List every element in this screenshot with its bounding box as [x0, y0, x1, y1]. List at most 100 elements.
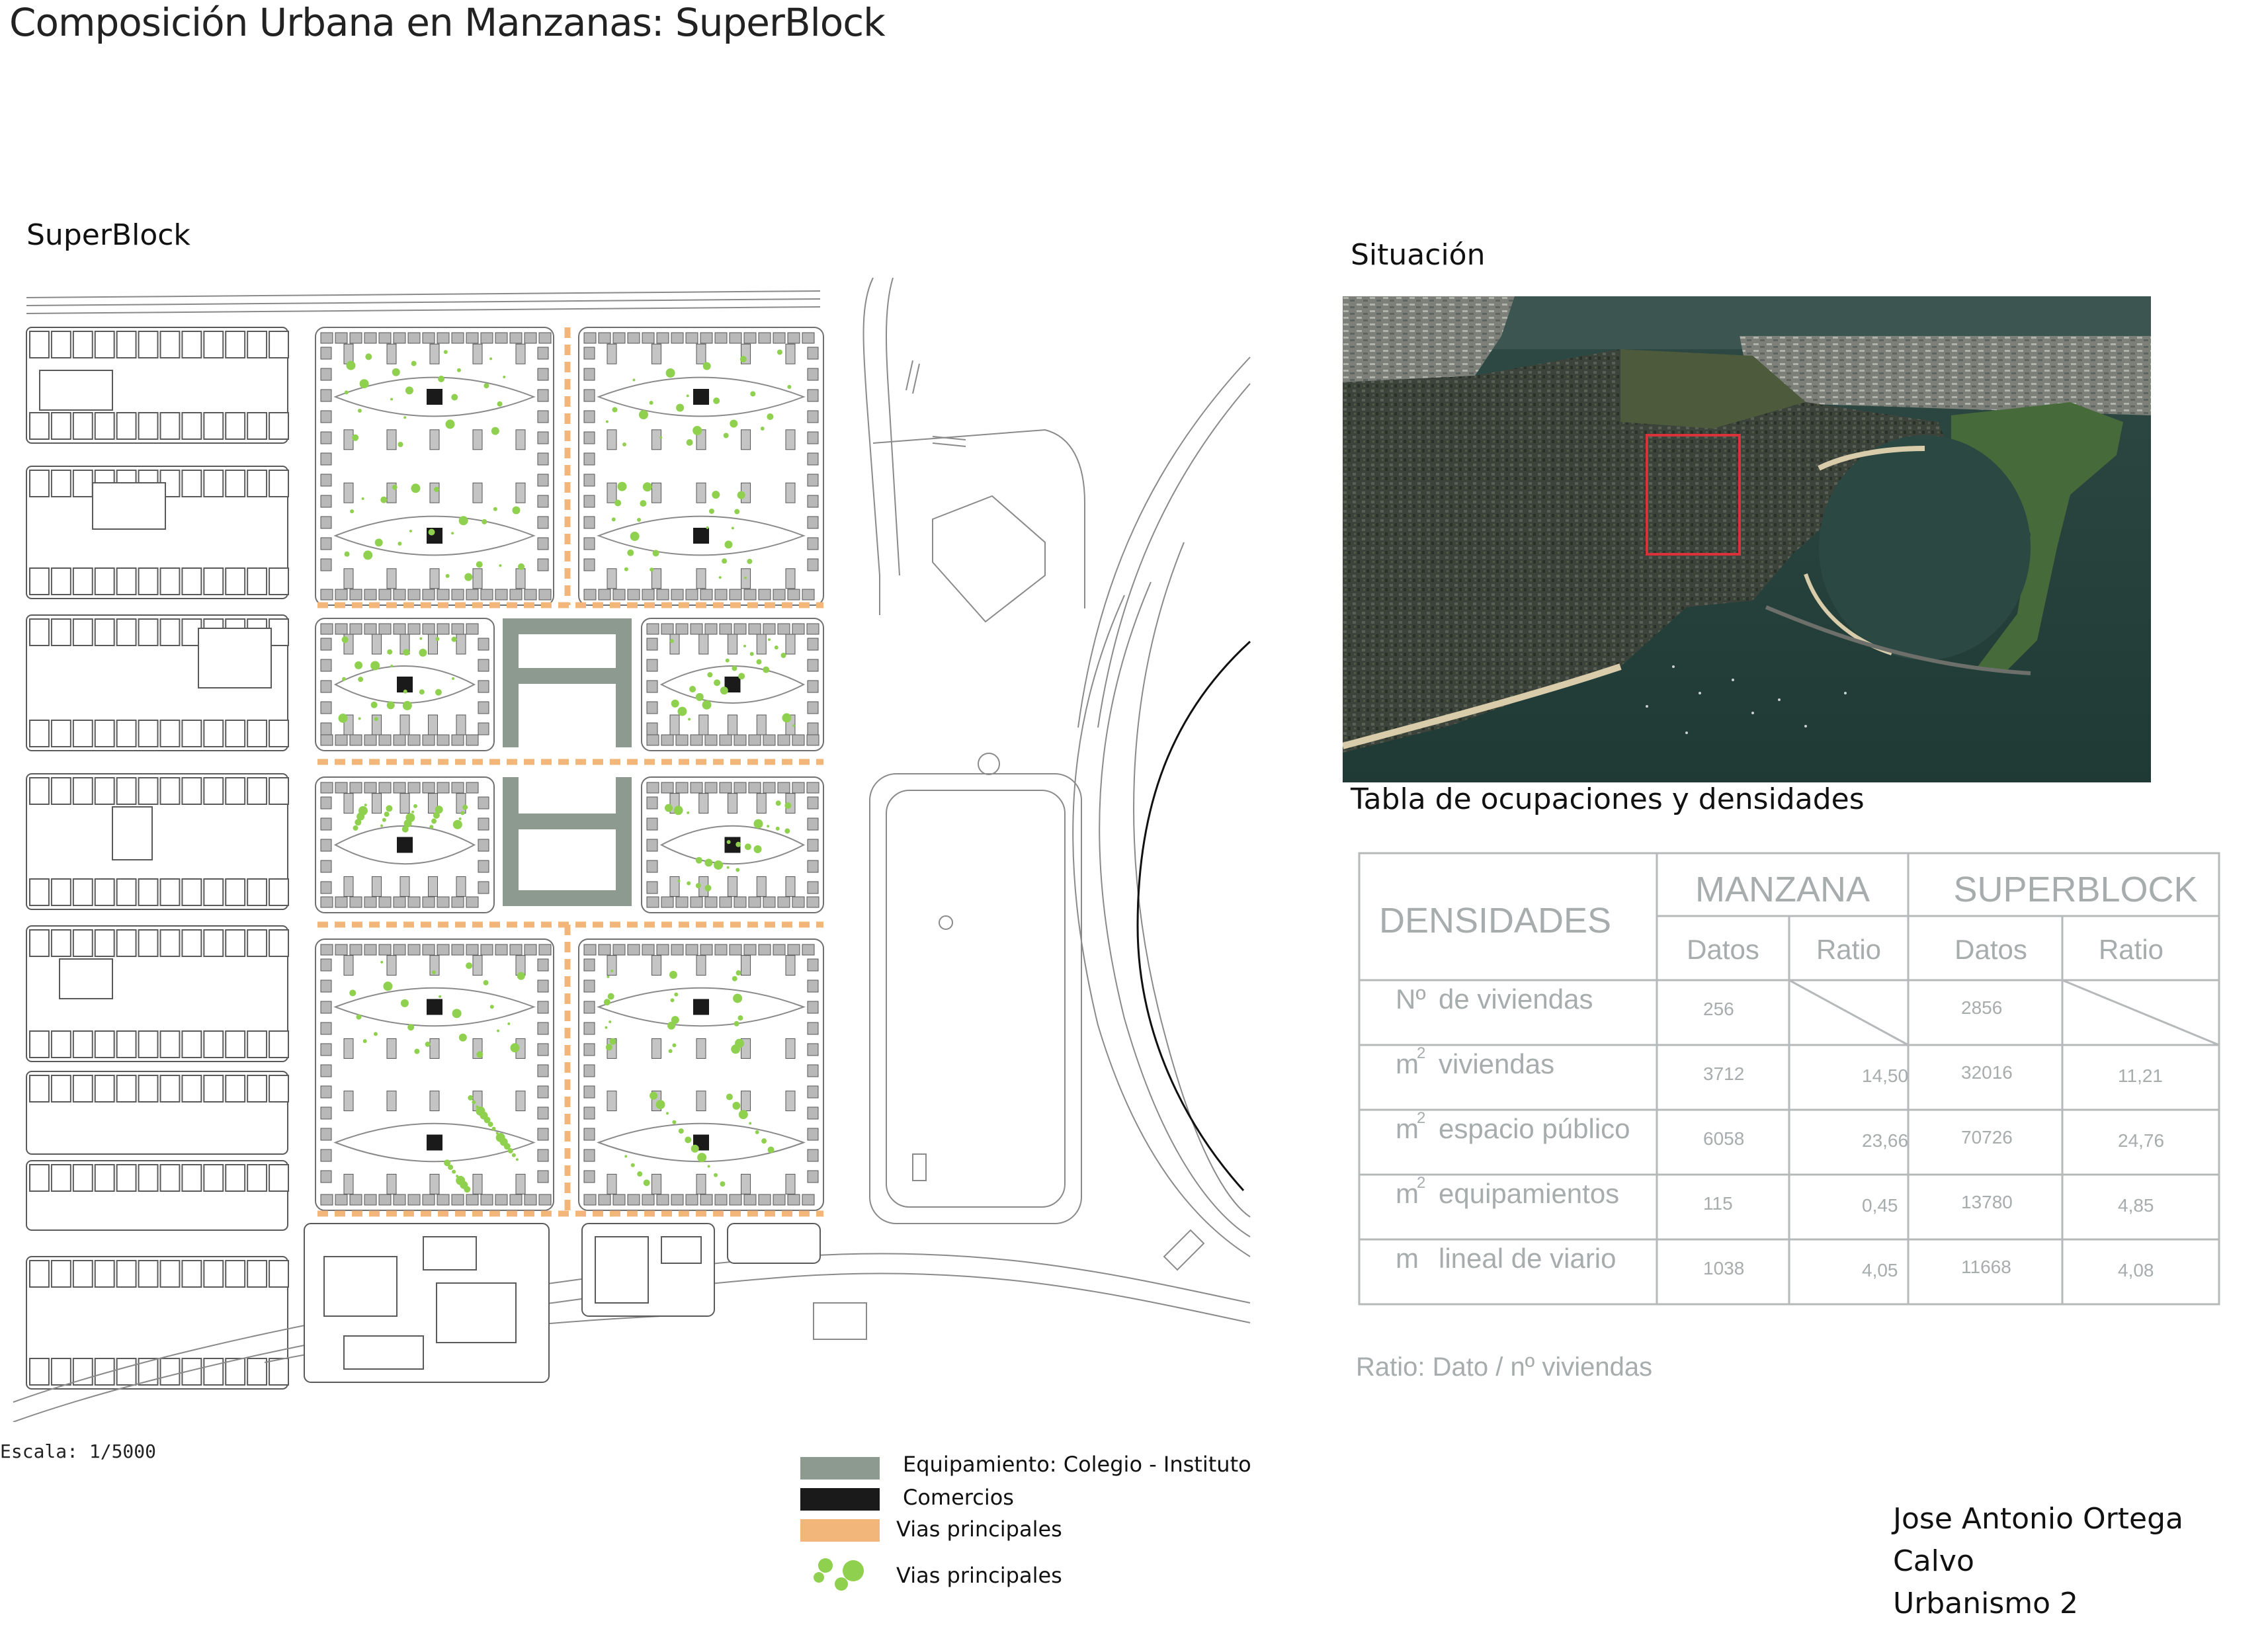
tree — [398, 442, 403, 447]
tree — [451, 532, 454, 535]
tree — [756, 659, 762, 665]
tree — [725, 658, 730, 663]
tree — [491, 1126, 496, 1131]
superblock-cell — [315, 327, 554, 606]
house — [72, 331, 93, 358]
tree — [487, 1121, 493, 1127]
tree — [445, 419, 455, 429]
tree — [650, 1091, 658, 1100]
tree — [678, 1128, 684, 1134]
house — [269, 777, 290, 805]
house — [247, 1260, 268, 1288]
tree — [673, 806, 683, 815]
tree — [497, 1029, 500, 1032]
tree — [735, 868, 740, 872]
tree — [609, 1038, 616, 1045]
commerce — [693, 389, 709, 405]
house — [225, 1030, 246, 1058]
tree — [493, 507, 497, 511]
house — [138, 1260, 159, 1288]
house — [138, 878, 159, 906]
house — [225, 1260, 246, 1288]
tree — [425, 1041, 431, 1047]
tree — [350, 509, 355, 514]
tree — [669, 639, 674, 644]
tree — [451, 636, 457, 642]
table-row-prefix: Nº — [1396, 983, 1426, 1015]
house — [159, 777, 181, 805]
legend-swatch-vias — [800, 1519, 880, 1542]
tree — [693, 426, 702, 435]
house — [94, 412, 115, 440]
tree — [358, 717, 361, 720]
tree — [419, 689, 425, 695]
tree — [672, 1120, 677, 1124]
tree — [380, 496, 388, 503]
commerce — [427, 389, 442, 405]
right-roads — [13, 277, 1251, 1422]
tree — [637, 518, 642, 522]
tree — [685, 1136, 692, 1144]
tree — [677, 706, 687, 716]
house — [94, 929, 115, 957]
house — [159, 1260, 181, 1288]
house — [203, 470, 224, 497]
situation-satellite-image — [1343, 296, 2151, 782]
tree — [732, 1101, 741, 1110]
tree — [483, 383, 489, 389]
tree — [702, 700, 712, 710]
old-block — [26, 773, 288, 910]
south-blocks — [304, 1223, 821, 1383]
tree — [605, 1044, 612, 1051]
table-row-superscript: 2 — [1417, 1109, 1425, 1127]
tree — [767, 413, 774, 420]
house — [269, 878, 290, 906]
commerce — [693, 999, 709, 1015]
tree — [356, 1014, 362, 1020]
tree — [374, 717, 378, 722]
house — [203, 878, 224, 906]
tree — [617, 481, 627, 491]
tree — [444, 1159, 451, 1167]
tree — [712, 491, 720, 499]
house — [203, 567, 224, 595]
house — [203, 929, 224, 957]
tree — [433, 812, 440, 819]
house — [29, 878, 50, 906]
table-cell-superblock-ratio: 4,85 — [2118, 1195, 2154, 1216]
tree — [707, 672, 713, 678]
tree — [775, 826, 780, 831]
house — [138, 618, 159, 646]
house — [159, 720, 181, 747]
house — [72, 618, 93, 646]
house — [159, 567, 181, 595]
table-row-prefix: m — [1396, 1113, 1419, 1144]
house — [94, 777, 115, 805]
house — [138, 929, 159, 957]
tree — [483, 979, 489, 985]
tree — [714, 860, 724, 870]
house — [203, 1260, 224, 1288]
tree — [726, 1093, 733, 1101]
tree — [610, 970, 614, 973]
tree — [341, 636, 349, 644]
tree — [344, 390, 349, 395]
table-cell-superblock-datos: 32016 — [1961, 1062, 2013, 1083]
superblock-location-highlight — [1646, 434, 1741, 556]
table-header-densidades: DENSIDADES — [1379, 901, 1611, 940]
superblock-cell — [578, 327, 824, 606]
house — [29, 1260, 50, 1288]
tree — [364, 804, 367, 807]
tree — [476, 561, 483, 568]
tree — [383, 981, 393, 991]
commerce — [427, 1134, 442, 1151]
tree — [466, 962, 473, 970]
table-cell-manzana-ratio: 4,05 — [1862, 1260, 1898, 1280]
commerce — [397, 837, 413, 853]
tree — [744, 843, 751, 851]
house — [72, 470, 93, 497]
tree — [517, 972, 525, 980]
house — [29, 470, 50, 497]
house — [225, 777, 246, 805]
house — [269, 1358, 290, 1386]
